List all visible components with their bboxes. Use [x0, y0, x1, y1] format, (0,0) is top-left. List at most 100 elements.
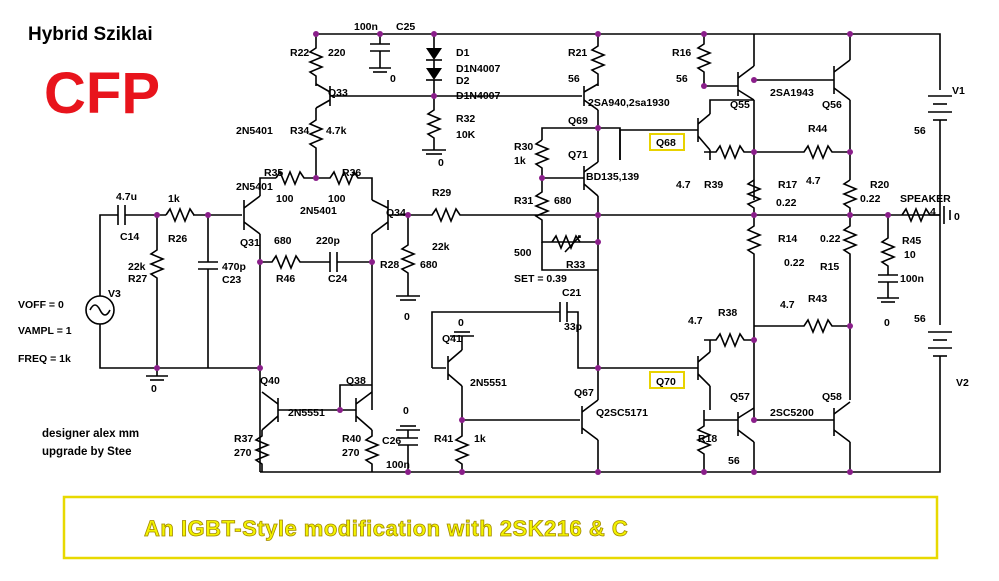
label-v1-value: 56	[914, 125, 926, 137]
c21-to-vas-wire	[567, 311, 598, 369]
ground-speaker-label: 0	[954, 211, 960, 223]
battery-v2-symbol	[928, 331, 952, 370]
label-q69: Q69	[568, 115, 588, 127]
input-source-wire	[99, 214, 118, 288]
label-c21: C21	[562, 287, 581, 299]
capacitor-c25-symbol	[369, 43, 391, 73]
label-r17: R17	[778, 179, 797, 191]
label-q69-part: 2SA940,2sa1930	[588, 97, 670, 109]
resistor-r32-symbol	[425, 80, 443, 150]
label-c14: C14	[120, 231, 139, 243]
label-c24: C24	[328, 273, 347, 285]
q68-highlight-box	[649, 133, 685, 151]
input-ground-wire	[99, 332, 260, 369]
vbe-to-q68-wire	[619, 129, 698, 160]
label-q70: Q70	[656, 376, 676, 388]
label-r21: R21	[568, 47, 587, 59]
junction-dots	[154, 31, 891, 475]
resistor-r21-symbol	[589, 34, 607, 86]
label-q38: Q38	[346, 375, 366, 387]
label-d2-part: D1N4007	[456, 90, 501, 102]
label-c26: C26	[382, 435, 401, 447]
label-q55-part: 2SA1943	[770, 87, 814, 99]
label-r16-value: 56	[676, 73, 688, 85]
label-v2-value: 56	[914, 313, 926, 325]
transistor-q71-symbol	[583, 161, 599, 197]
capacitor-c21-symbol	[559, 302, 568, 322]
label-r28: R28	[380, 259, 399, 271]
resistor-r15-symbol	[841, 215, 859, 300]
label-r18: R18	[698, 433, 717, 445]
label-r37: R37	[234, 433, 253, 445]
label-r41: R41	[434, 433, 453, 445]
transistor-q69-symbol	[583, 83, 599, 111]
label-r27-value: 22k	[128, 261, 146, 273]
label-r38-value: 4.7	[688, 315, 703, 327]
label-r17-value: 0.22	[776, 197, 797, 209]
ground-q41-symbol	[450, 331, 474, 337]
label-q34-part: 2N5401	[300, 205, 337, 217]
resistor-r16-symbol	[695, 34, 713, 86]
resistor-r28-symbol	[399, 215, 417, 296]
speaker-load-symbol	[901, 206, 940, 224]
label-r30-value: 1k	[514, 155, 526, 167]
resistors-r35-r36-symbol	[275, 169, 373, 200]
label-c24-value: 220p	[316, 235, 340, 247]
ground-r32-symbol	[422, 149, 446, 155]
diode-d1-symbol	[426, 48, 442, 61]
label-r27: R27	[128, 273, 147, 285]
ground-input-label: 0	[151, 383, 157, 395]
resistor-r27-symbol	[148, 215, 166, 368]
resistor-r46-symbol	[260, 253, 330, 271]
ground-c25-label: 0	[390, 73, 396, 85]
header-big-title: CFP	[44, 61, 160, 126]
negative-rail	[260, 370, 941, 473]
resistor-r14-symbol	[745, 215, 763, 300]
label-c21-value: 33p	[564, 321, 582, 333]
label-q55: Q55	[730, 99, 750, 111]
speaker-ground-icon	[943, 206, 951, 224]
transistor-q70-symbol	[697, 351, 711, 387]
label-q67: Q67	[574, 387, 594, 399]
capacitor-c24-symbol	[329, 252, 338, 272]
label-freq: FREQ = 1k	[18, 353, 71, 365]
label-speaker-value: 4	[930, 206, 936, 218]
transistor-q34-symbol	[371, 199, 389, 410]
transistor-q41-symbol	[447, 349, 463, 387]
label-q67-part: Q2SC5171	[596, 407, 648, 419]
label-c25: C25	[396, 21, 415, 33]
lower-emitter-wires	[753, 300, 851, 420]
r33-return-wire	[541, 242, 598, 271]
q70-highlight-box	[649, 371, 685, 389]
label-r44: R44	[808, 123, 827, 135]
label-d2: D2	[456, 75, 470, 87]
transistor-q67-symbol	[581, 399, 599, 441]
label-r32: R32	[456, 113, 475, 125]
resistor-r22-symbol	[307, 34, 325, 86]
ground-c26-label: 0	[403, 405, 409, 417]
label-q57: Q57	[730, 391, 750, 403]
label-r31: R31	[514, 195, 533, 207]
label-q31-part: 2N5401	[236, 181, 273, 193]
ground-r28-symbol	[396, 295, 420, 301]
label-r43: R43	[808, 293, 827, 305]
credit-designer: designer alex mm	[42, 428, 139, 440]
resistor-r34-symbol	[307, 108, 325, 155]
capacitor-zobel-symbol	[877, 274, 899, 303]
resistor-r38-symbol	[704, 331, 754, 349]
ground-r32-label: 0	[438, 157, 444, 169]
label-r15-value: 0.22	[820, 233, 841, 245]
label-r38: R38	[718, 307, 737, 319]
label-r22-value: 220	[328, 47, 346, 59]
label-q56: Q56	[822, 99, 842, 111]
label-r41-value: 1k	[474, 433, 486, 445]
label-r43-value: 4.7	[780, 299, 795, 311]
transistor-q38-symbol	[355, 391, 373, 431]
q69-collector-wire	[541, 110, 599, 140]
label-speaker: SPEAKER	[900, 193, 951, 205]
diode-d2-symbol	[426, 68, 442, 81]
ground-zobel-label: 0	[884, 317, 890, 329]
label-r14-value: 0.22	[784, 257, 805, 269]
resistor-r30-symbol	[533, 139, 551, 178]
